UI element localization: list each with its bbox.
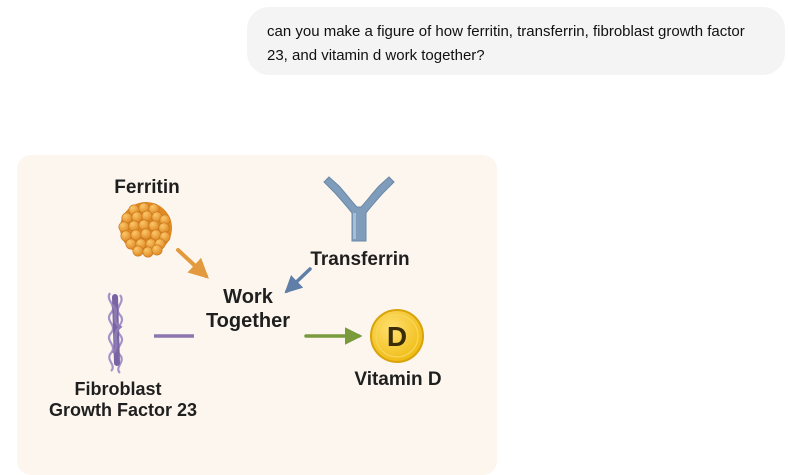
ferritin-label: Ferritin xyxy=(114,177,179,198)
transferrin-icon xyxy=(323,176,395,242)
fgf23-label-line2: Growth Factor 23 xyxy=(49,400,197,420)
figure-canvas: Ferritin Transferrin xyxy=(49,176,442,420)
fgf23-label-line1: Fibroblast xyxy=(74,379,161,399)
vitamin-d-letter: D xyxy=(387,321,407,352)
vitamin-d-label: Vitamin D xyxy=(354,369,441,390)
vitamin-d-icon: D xyxy=(370,309,424,363)
user-message-text: can you make a figure of how ferritin, t… xyxy=(267,23,745,64)
ferritin-arrow xyxy=(176,248,209,279)
fgf23-protein-icon xyxy=(107,292,124,374)
center-label-line1: Work xyxy=(223,286,274,308)
user-message-bubble: can you make a figure of how ferritin, t… xyxy=(247,7,785,75)
center-label-line2: Together xyxy=(206,310,290,332)
ferritin-icon xyxy=(118,202,172,258)
transferrin-arrow xyxy=(284,267,312,294)
generated-figure[interactable]: Ferritin Transferrin xyxy=(17,155,497,475)
transferrin-label: Transferrin xyxy=(310,249,409,270)
